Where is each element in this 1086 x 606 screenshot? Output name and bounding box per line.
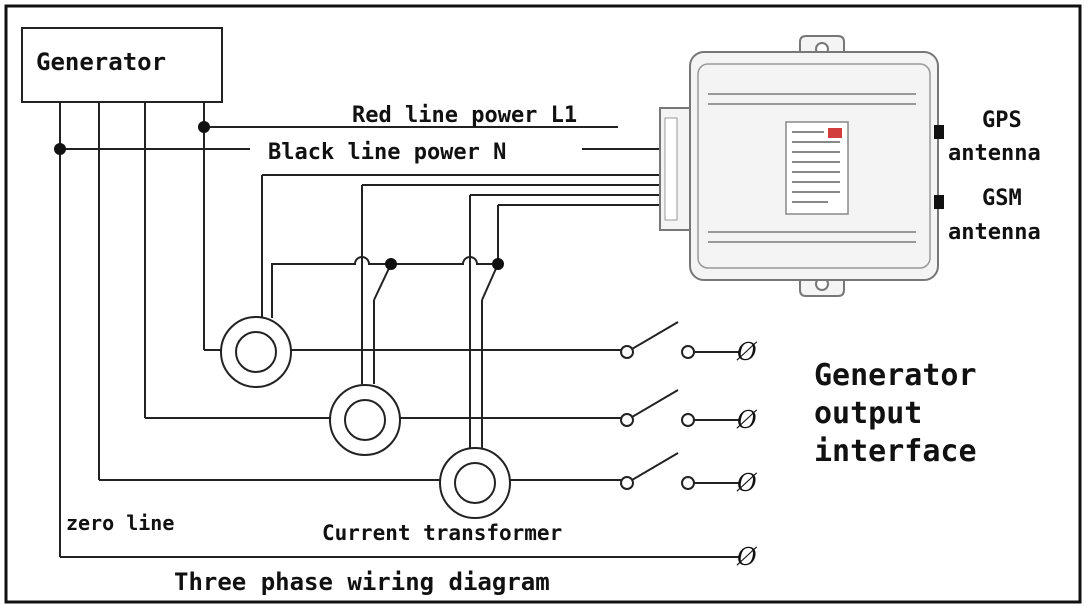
current-transformer-icon	[329, 384, 401, 456]
terminal-icon: Ø	[736, 406, 758, 434]
output-interface-line1: Generator	[814, 358, 977, 393]
gsm-label: GSM	[982, 186, 1022, 211]
switch-icon	[620, 452, 740, 490]
output-interface-line3: interface	[814, 434, 977, 469]
current-transformer-icon	[220, 316, 292, 388]
junction-dot	[54, 143, 66, 155]
gsm-antenna-label: antenna	[948, 220, 1041, 245]
switch-icon	[620, 389, 740, 427]
junction-dot	[385, 258, 397, 270]
switch-icon	[620, 321, 740, 359]
output-interface-line2: output	[814, 396, 922, 431]
gsm-port-icon	[934, 195, 944, 209]
generator-label: Generator	[36, 48, 166, 76]
red-line-label: Red line power L1	[352, 103, 577, 128]
terminal-icon: Ø	[736, 543, 758, 571]
diagram-caption: Three phase wiring diagram	[174, 568, 550, 596]
junction-dot	[492, 258, 504, 270]
generator-box: Generator	[21, 27, 223, 103]
current-transformer-label: Current transformer	[322, 521, 562, 545]
ct-signal-wires	[261, 174, 660, 448]
zero-line-label: zero line	[66, 511, 174, 535]
gps-port-icon	[934, 125, 944, 139]
black-line-label: Black line power N	[268, 140, 506, 165]
terminal-icon: Ø	[736, 338, 758, 366]
current-transformer-icon	[439, 447, 511, 519]
gps-label: GPS	[982, 108, 1022, 133]
junction-dot	[198, 121, 210, 133]
gps-tracker-device-icon	[659, 35, 944, 297]
gps-antenna-label: antenna	[948, 141, 1041, 166]
terminal-icon: Ø	[736, 469, 758, 497]
